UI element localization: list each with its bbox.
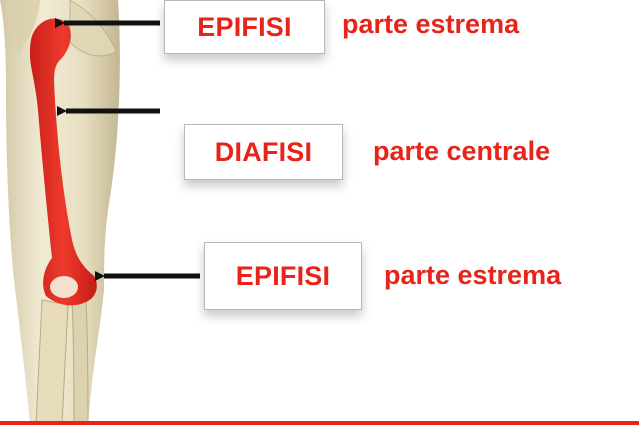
bottom-divider: [0, 421, 639, 425]
description-epifisi-top: parte estrema: [342, 9, 520, 39]
label-epifisi-bottom: EPIFISI: [204, 242, 362, 310]
patella: [50, 276, 78, 298]
tibia-bone: [35, 299, 89, 425]
label-diafisi: DIAFISI: [184, 124, 343, 180]
pointer-arrows: [55, 18, 200, 281]
hip-joint: [12, 0, 117, 57]
description-epifisi-bottom: parte estrema: [384, 260, 562, 290]
label-epifisi-top: EPIFISI: [164, 0, 325, 54]
femur-bone: [30, 18, 97, 306]
description-diafisi: parte centrale: [373, 136, 551, 166]
